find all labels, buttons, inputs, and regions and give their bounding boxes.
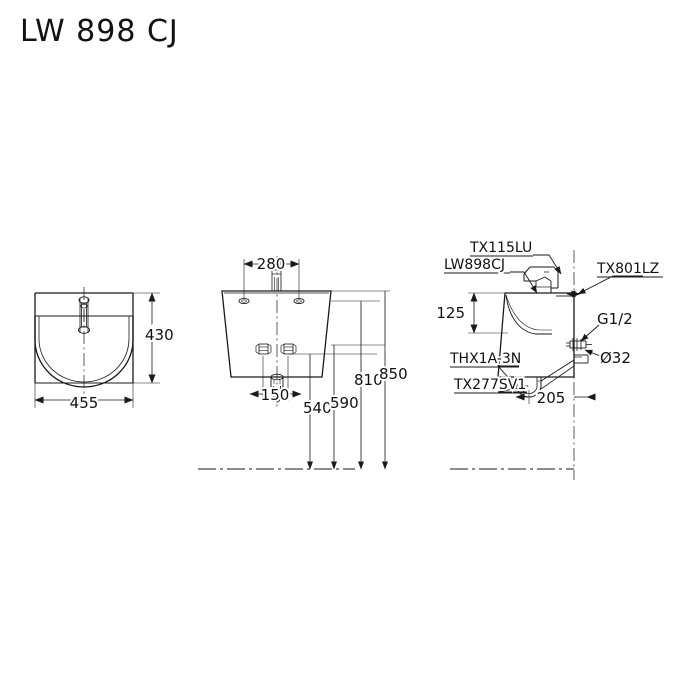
dim-125: 125 (436, 304, 465, 322)
rear-view-dimensions (198, 259, 390, 470)
dim-430: 430 (145, 326, 174, 344)
side-view-leaders (497, 254, 643, 393)
dim-455: 455 (70, 394, 99, 412)
label-lw898cj: LW898CJ (444, 257, 505, 273)
front-view-dimensions (34, 292, 160, 408)
label-tx801lz: TX801LZ (596, 261, 659, 277)
dim-540: 540 (303, 399, 332, 417)
label-tx277sv1: TX277SV1 (453, 377, 526, 393)
dimension-texts: 430 455 280 150 540 590 810 850 125 205 … (68, 253, 635, 419)
front-view-geometry (34, 287, 134, 398)
label-tx115lu: TX115LU (469, 240, 532, 256)
page-title: LW 898 CJ (20, 14, 179, 49)
label-thx1a-3n: THX1A-3N (449, 351, 521, 367)
dim-g12: G1/2 (597, 310, 633, 328)
dim-590: 590 (330, 394, 359, 412)
part-label-texts: TX115LU LW898CJ TX801LZ THX1A-3N TX277SV… (442, 238, 661, 395)
dim-280: 280 (257, 255, 286, 273)
dim-850: 850 (379, 365, 408, 383)
dim-d32: Ø32 (600, 349, 631, 367)
part-label-underlines (444, 255, 663, 394)
dim-205: 205 (537, 389, 566, 407)
dim-810: 810 (354, 371, 383, 389)
side-view-geometry (497, 250, 592, 480)
dim-150: 150 (261, 386, 290, 404)
